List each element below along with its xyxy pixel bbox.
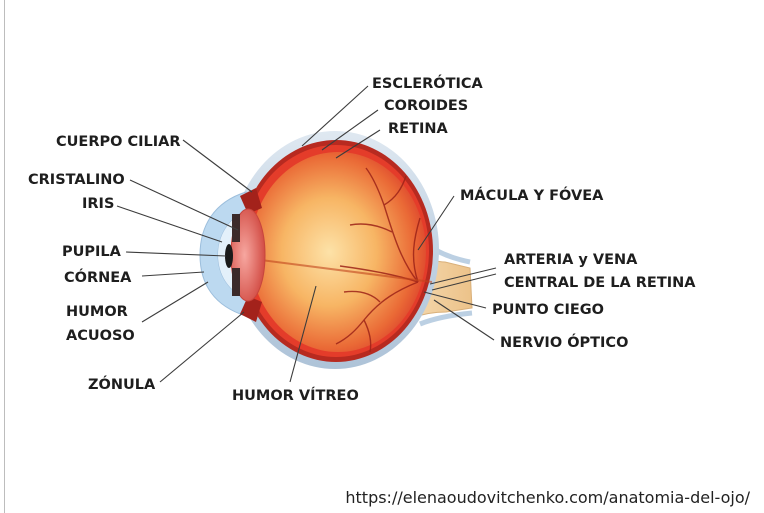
- source-url[interactable]: https://elenaoudovitchenko.com/anatomia-…: [345, 488, 750, 507]
- retinal-vessels: [335, 167, 421, 353]
- label-cornea: CÓRNEA: [64, 268, 132, 286]
- leader-nervio-optico: [433, 299, 495, 341]
- label-arteria-line1: ARTERIA y VENA: [504, 252, 638, 268]
- leader-arteria-b: [431, 273, 497, 291]
- leader-zonula: [159, 311, 245, 383]
- label-pupila: PUPILA: [62, 244, 122, 260]
- label-punto-ciego: PUNTO CIEGO: [492, 302, 604, 318]
- pupil: [225, 244, 233, 268]
- leader-esclerotica: [301, 85, 369, 147]
- ciliary-body-lower: [240, 296, 262, 322]
- leader-cuerpo-ciliar: [182, 139, 253, 193]
- leader-cornea: [141, 271, 205, 277]
- label-zonula: ZÓNULA: [88, 375, 156, 393]
- leader-humor-vitreo: [289, 285, 317, 383]
- leader-iris: [116, 205, 223, 243]
- iris-lower: [232, 268, 240, 296]
- label-humor-acuoso-line2: ACUOSO: [66, 328, 135, 344]
- leader-coroides: [321, 109, 379, 151]
- label-nervio-optico: NERVIO ÓPTICO: [500, 333, 628, 351]
- iris: [232, 214, 240, 242]
- leader-punto-ciego: [423, 291, 487, 309]
- label-arteria-line2: CENTRAL DE LA RETINA: [504, 275, 696, 291]
- leader-retina: [335, 129, 381, 159]
- leader-arteria-a: [429, 267, 497, 285]
- label-cuerpo-ciliar: CUERPO CILIAR: [56, 134, 181, 150]
- frame-border: [4, 0, 5, 513]
- label-macula: MÁCULA Y FÓVEA: [460, 186, 604, 204]
- leader-pupila: [125, 251, 227, 257]
- label-esclerotica: ESCLERÓTICA: [372, 74, 484, 92]
- ciliary-body: [240, 188, 262, 214]
- label-coroides: COROIDES: [384, 98, 468, 114]
- leader-humor-acuoso: [141, 281, 209, 323]
- label-humor-vitreo: HUMOR VÍTREO: [232, 387, 359, 404]
- label-retina: RETINA: [388, 121, 448, 137]
- leader-macula: [417, 195, 455, 251]
- leader-cristalino: [129, 179, 239, 231]
- label-cristalino: CRISTALINO: [28, 172, 125, 188]
- label-humor-acuoso-line1: HUMOR: [66, 304, 128, 320]
- label-iris: IRIS: [82, 196, 114, 212]
